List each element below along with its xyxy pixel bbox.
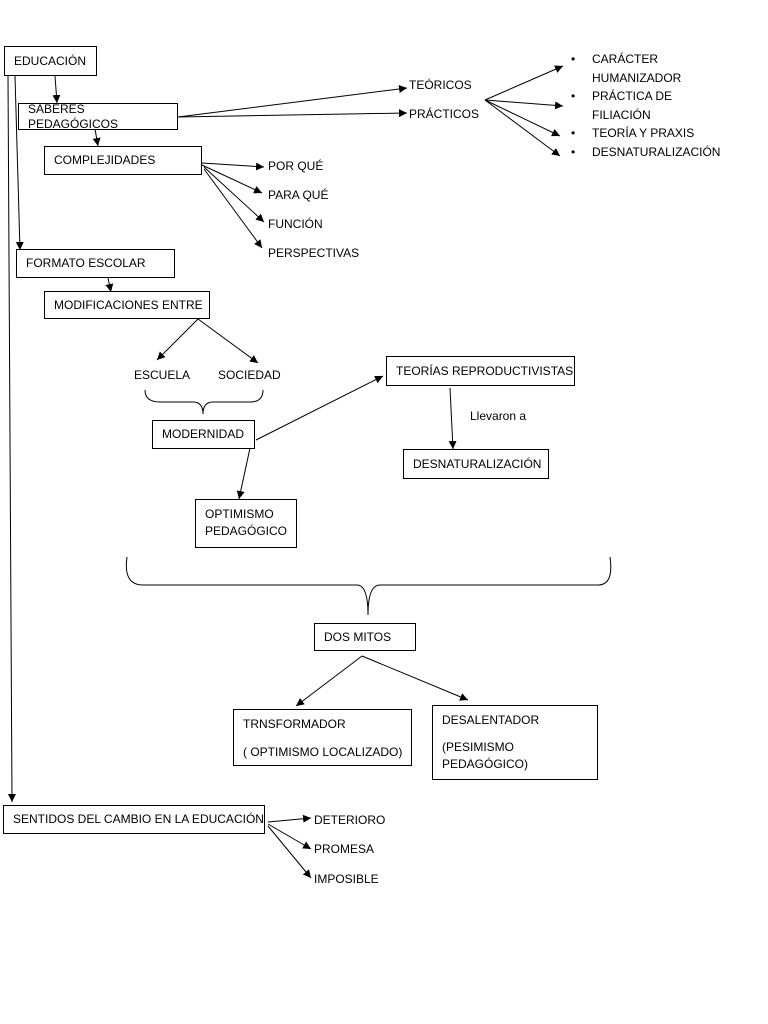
node-saberes-label: SABERES PEDAGÓGICOS: [28, 101, 119, 131]
node-optimismo-line2: PEDAGÓGICO: [205, 524, 288, 538]
arrow-teorias-desnat: [448, 387, 457, 450]
node-promesa: PROMESA: [314, 842, 375, 856]
arrow-complejidades-funcion: [203, 166, 265, 223]
node-desalentador-line3: PEDAGÓGICO): [442, 757, 529, 771]
node-teoricos: TEÓRICOS: [409, 78, 472, 92]
arrow-educacion-formato: [14, 75, 24, 251]
node-teorias-reproductivistas: TEORÍAS REPRODUCTIVISTAS: [386, 356, 575, 386]
brace-escuela-sociedad: [144, 389, 264, 415]
node-transformador: TRNSFORMADOR ( OPTIMISMO LOCALIZADO): [233, 709, 412, 766]
arrow-practicos-teoria: [484, 99, 561, 137]
bullet-caracter: • CARÁCTER HUMANIZADOR: [571, 52, 682, 85]
arrow-educacion-saberes: [52, 75, 61, 104]
arrow-formato-modificaciones: [105, 277, 114, 293]
node-formato-label: FORMATO ESCOLAR: [26, 256, 146, 270]
arrow-mitos-desalentador: [361, 655, 469, 701]
bullet-teoria: • TEORÍA Y PRAXIS: [571, 126, 695, 140]
brace-dos-mitos: [125, 556, 612, 616]
arrow-sentidos-promesa: [267, 823, 312, 850]
node-deterioro: DETERIORO: [314, 813, 386, 827]
arrow-modernidad-teorias: [255, 375, 384, 441]
label-llevaron-a: Llevaron a: [470, 409, 527, 423]
arrow-modernidad-optimismo: [236, 447, 251, 500]
arrow-complejidades-paraque: [201, 164, 263, 194]
node-practicos: PRÁCTICOS: [409, 107, 480, 121]
arrow-modificaciones-sociedad: [197, 318, 259, 364]
arrow-sentidos-imposible: [267, 825, 312, 879]
node-funcion: FUNCIÓN: [268, 217, 323, 231]
node-por-que: POR QUÉ: [268, 159, 324, 173]
node-optimismo-line1: OPTIMISMO: [205, 507, 274, 521]
arrow-practicos-desnat: [484, 99, 561, 157]
node-perspectivas: PERSPECTIVAS: [268, 246, 360, 260]
node-sentidos-del-cambio: SENTIDOS DEL CAMBIO EN LA EDUCACIÓN: [3, 805, 265, 834]
arrow-sentidos-deterioro: [267, 814, 312, 823]
node-sentidos-label: SENTIDOS DEL CAMBIO EN LA EDUCACIÓN: [13, 812, 264, 826]
node-desnaturalizacion-label: DESNATURALIZACIÓN: [413, 456, 542, 471]
node-dos-mitos: DOS MITOS: [314, 623, 416, 651]
node-educacion: EDUCACIÓN: [4, 46, 97, 76]
bullet-desnaturalizacion: • DESNATURALIZACIÓN: [571, 144, 721, 159]
bullet-practica: • PRÁCTICA DE FILIACIÓN: [571, 89, 673, 122]
node-escuela: ESCUELA: [134, 368, 191, 382]
arrow-saberes-teoricos: [177, 85, 408, 118]
arrow-complejidades-perspectivas: [203, 168, 263, 249]
arrow-complejidades-porque: [201, 162, 265, 171]
node-complejidades: COMPLEJIDADES: [44, 146, 202, 175]
node-dos-mitos-label: DOS MITOS: [324, 629, 392, 644]
node-saberes: SABERES PEDAGÓGICOS: [18, 101, 178, 131]
arrow-educacion-sentidos: [7, 75, 16, 803]
node-optimismo: OPTIMISMO PEDAGÓGICO: [195, 499, 297, 548]
practicos-bullet-list: • CARÁCTER HUMANIZADOR • PRÁCTICA DE FIL…: [570, 50, 720, 161]
node-modernidad-label: MODERNIDAD: [162, 427, 245, 441]
node-desalentador: DESALENTADOR (PESIMISMO PEDAGÓGICO): [432, 705, 598, 780]
arrow-saberes-practicos: [177, 109, 408, 118]
node-sociedad: SOCIEDAD: [218, 368, 281, 382]
node-transformador-line2: ( OPTIMISMO LOCALIZADO): [243, 745, 403, 759]
node-para-que: PARA QUÉ: [268, 188, 329, 202]
node-transformador-line1: TRNSFORMADOR: [243, 717, 346, 731]
node-modificaciones: MODIFICACIONES ENTRE: [44, 291, 210, 319]
node-desnaturalizacion: DESNATURALIZACIÓN: [403, 449, 549, 479]
arrow-mitos-transformador: [295, 655, 363, 707]
arrow-practicos-practica: [484, 99, 564, 110]
node-teorias-label: TEORÍAS REPRODUCTIVISTAS: [396, 363, 574, 378]
node-complejidades-label: COMPLEJIDADES: [54, 153, 156, 167]
arrow-practicos-caracter: [484, 65, 564, 101]
node-desalentador-line2: (PESIMISMO: [442, 740, 515, 754]
arrow-modificaciones-escuela: [156, 318, 199, 361]
node-modernidad: MODERNIDAD: [152, 420, 255, 449]
node-modificaciones-label: MODIFICACIONES ENTRE: [54, 297, 203, 312]
node-imposible: IMPOSIBLE: [314, 872, 379, 886]
node-educacion-label: EDUCACIÓN: [14, 53, 87, 68]
node-formato-escolar: FORMATO ESCOLAR: [16, 249, 175, 278]
node-desalentador-line1: DESALENTADOR: [442, 713, 540, 727]
arrow-saberes-complejidades: [92, 128, 101, 147]
